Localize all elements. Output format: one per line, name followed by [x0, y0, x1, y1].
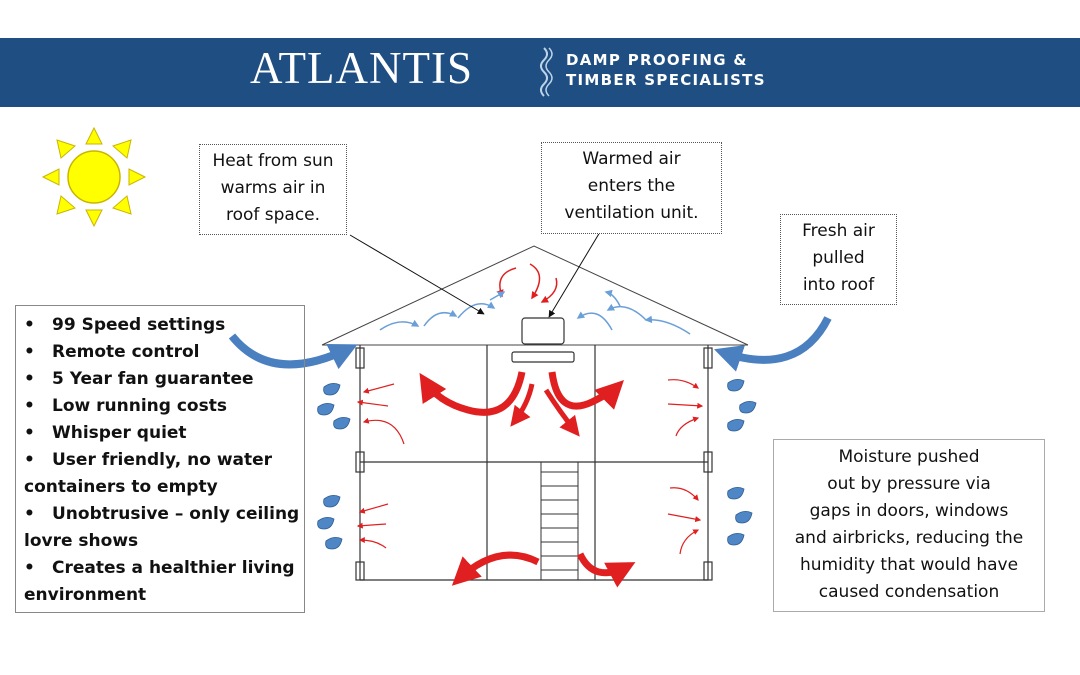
callout-line: Moisture pushed — [838, 447, 980, 467]
roof-warm-arrows — [496, 263, 558, 303]
bullet: • — [24, 450, 35, 470]
bullet: • — [24, 423, 35, 443]
sun-icon — [41, 126, 147, 228]
callout-leader-lines — [349, 231, 601, 318]
staircase — [540, 462, 579, 580]
brand-tagline-line2: TIMBER SPECIALISTS — [566, 71, 766, 89]
feature-text: 5 Year fan guarantee — [52, 369, 254, 389]
brand-wordmark: ATLANTIS — [250, 43, 473, 93]
callout-line: roof space. — [225, 205, 321, 225]
callout-line: warms air in — [220, 178, 326, 198]
feature-text: User friendly, no water — [52, 450, 273, 470]
callout-warmed-air: Warmed air enters the ventilation unit. — [541, 142, 722, 234]
feature-continuation: lovre shows — [24, 531, 139, 551]
callout-line: Fresh air — [802, 221, 875, 241]
feature-text: 99 Speed settings — [52, 315, 226, 335]
callout-sun-heat: Heat from sun warms air in roof space. — [199, 144, 347, 235]
feature-item: • Remote control — [24, 339, 304, 366]
callout-line: pulled — [812, 248, 865, 268]
callout-line: enters the — [587, 176, 676, 196]
feature-text: Low running costs — [52, 396, 227, 416]
brand-tagline-line1: DAMP PROOFING & — [566, 51, 748, 69]
bullet: • — [24, 342, 35, 362]
feature-text: Creates a healthier living — [52, 558, 295, 578]
bullet: • — [24, 504, 35, 524]
callout-line: caused condensation — [818, 582, 1000, 602]
moisture-outflow-arrows — [356, 379, 704, 555]
fresh-air-intake-arrows — [228, 316, 832, 372]
feature-item: • 99 Speed settings — [24, 312, 304, 339]
feature-item: • Unobtrusive – only ceiling — [24, 501, 304, 528]
callout-line: out by pressure via — [827, 474, 991, 494]
feature-item: • Whisper quiet — [24, 420, 304, 447]
bullet: • — [24, 369, 35, 389]
roof — [321, 245, 749, 346]
callout-line: Heat from sun — [212, 151, 334, 171]
callout-line: humidity that would have — [799, 555, 1019, 575]
feature-continuation: containers to empty — [24, 477, 218, 497]
callout-moisture: Moisture pushed out by pressure via gaps… — [773, 439, 1045, 612]
callout-line: into roof — [802, 275, 875, 295]
ventilation-unit-icon — [511, 317, 575, 363]
feature-item: • User friendly, no water — [24, 447, 304, 474]
features-list: • 99 Speed settings • Remote control • 5 Ye… — [15, 305, 305, 613]
feature-text: Unobtrusive – only ceiling — [52, 504, 300, 524]
feature-item: • Creates a healthier living — [24, 555, 304, 582]
callout-fresh-air: Fresh air pulled into roof — [780, 214, 897, 305]
feature-item: • 5 Year fan guarantee — [24, 366, 304, 393]
bullet: • — [24, 315, 35, 335]
bullet: • — [24, 558, 35, 578]
bullet: • — [24, 396, 35, 416]
feature-item: • Low running costs — [24, 393, 304, 420]
header-banner — [0, 38, 1080, 107]
feature-text: Whisper quiet — [52, 423, 187, 443]
feature-text: Remote control — [52, 342, 200, 362]
callout-line: and airbricks, reducing the — [794, 528, 1024, 548]
callout-line: gaps in doors, windows — [809, 501, 1009, 521]
callout-line: Warmed air — [582, 149, 681, 169]
downdraft-arrows — [419, 371, 636, 588]
roof-cool-arrows — [379, 289, 691, 335]
callout-line: ventilation unit. — [564, 203, 699, 223]
house-structure — [355, 345, 713, 581]
feature-continuation: environment — [24, 585, 147, 605]
water-droplet-icon — [317, 379, 757, 550]
